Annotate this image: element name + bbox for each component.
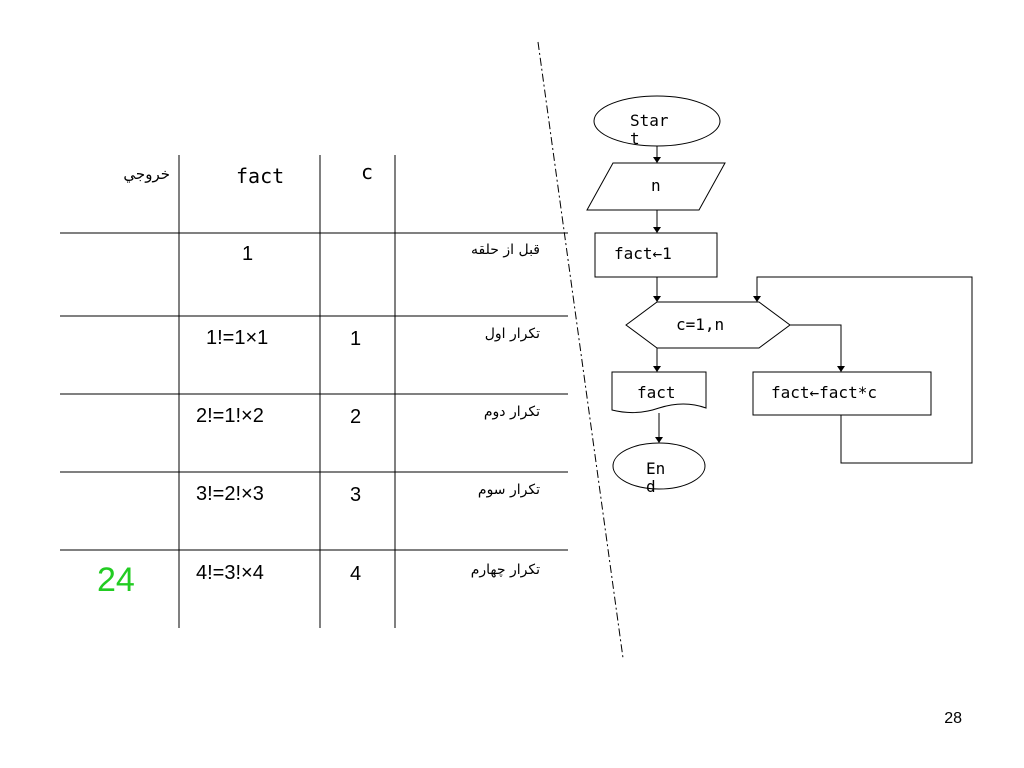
conn-loop-body xyxy=(790,324,842,372)
row-output-4: 24 xyxy=(97,561,135,599)
end-label: En d xyxy=(646,459,666,496)
output-label: fact xyxy=(637,383,676,402)
header-c: c xyxy=(361,160,374,184)
row-c-2: 2 xyxy=(350,406,362,428)
arrowhead xyxy=(837,366,845,372)
body-label: fact←fact*c xyxy=(771,383,877,402)
conn-body-loop-back xyxy=(756,276,973,464)
row-label-0: قبل از حلقه xyxy=(471,242,540,258)
input-parallelogram xyxy=(586,162,726,211)
header-output: خروجي xyxy=(123,165,170,183)
row-label-1: تکرار اول xyxy=(484,326,540,342)
arrowhead xyxy=(653,296,661,302)
arrowhead xyxy=(655,437,663,443)
input-label: n xyxy=(651,176,661,195)
start-label: Star t xyxy=(630,111,669,148)
row-c-3: 3 xyxy=(350,484,362,506)
row-label-2: تکرار دوم xyxy=(483,404,540,420)
header-fact: fact xyxy=(236,164,285,188)
arrowheads xyxy=(653,157,845,443)
row-fact-0: 1 xyxy=(242,243,254,265)
row-fact-4: 4!=3!×4 xyxy=(196,562,264,584)
flowchart xyxy=(586,95,932,490)
loop-label: c=1,n xyxy=(676,315,725,334)
output-document xyxy=(611,371,707,414)
init-label: fact←1 xyxy=(614,244,672,263)
body-process xyxy=(752,371,932,416)
row-fact-3: 3!=2!×3 xyxy=(196,483,264,505)
table-grid xyxy=(60,155,568,628)
row-c-1: 1 xyxy=(350,328,362,350)
row-fact-2: 2!=1!×2 xyxy=(196,405,264,427)
row-c-4: 4 xyxy=(350,563,362,585)
row-label-3: تکرار سوم xyxy=(477,482,540,498)
arrowhead xyxy=(753,296,761,302)
arrowhead xyxy=(653,227,661,233)
arrowhead xyxy=(653,157,661,163)
row-label-4: تکرار چهارم xyxy=(470,562,540,578)
arrowhead xyxy=(653,366,661,372)
divider-line xyxy=(537,41,624,659)
row-fact-1: 1!=1×1 xyxy=(206,327,269,349)
init-process xyxy=(594,232,718,278)
page-number: 28 xyxy=(944,710,962,727)
